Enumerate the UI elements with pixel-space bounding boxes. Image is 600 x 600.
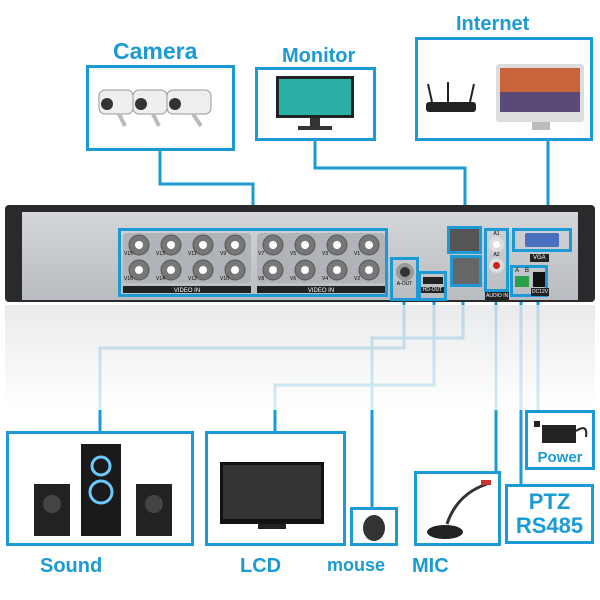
channel-label: V1	[354, 251, 360, 257]
bnc-center	[167, 266, 175, 274]
bnc-center	[167, 241, 175, 249]
microphone-icon	[427, 480, 491, 539]
rs485-b-text: B	[525, 268, 530, 274]
audio-in-text: AUDIO IN	[485, 292, 510, 300]
bnc-center	[365, 266, 373, 274]
audio-in-port[interactable]: A1 A2	[484, 228, 509, 292]
power-adapter-icon	[534, 421, 588, 443]
channel-label: V10	[220, 276, 229, 282]
rs485-a-text: A	[515, 268, 520, 274]
camera-icon	[98, 89, 212, 128]
channel-label: V12	[188, 276, 197, 282]
channel-label: V13	[156, 251, 165, 257]
vga-port[interactable]	[512, 228, 572, 252]
bnc-center	[301, 266, 309, 274]
channel-label: V14	[156, 276, 165, 282]
a2-text: A2	[493, 252, 500, 258]
usb-ports[interactable]	[450, 255, 482, 287]
internet-label: Internet	[456, 13, 530, 35]
a-out-text: A-OUT	[396, 281, 413, 287]
bnc-center	[269, 241, 277, 249]
router-and-computer-icon	[426, 64, 584, 130]
channel-label: V16	[124, 276, 133, 282]
hd-out-text: HD-OUT	[421, 287, 444, 293]
vga-text: VGA	[530, 254, 549, 262]
video-in-text: VIDEO IN	[174, 288, 200, 294]
a-out-port[interactable]: A-OUT	[390, 257, 419, 301]
channel-label: V2	[354, 276, 360, 282]
bnc-center	[231, 266, 239, 274]
dc12v-text: DC12V	[531, 288, 550, 296]
channel-label: V15	[124, 251, 133, 257]
channel-label: V7	[258, 251, 264, 257]
mouse-icon	[363, 515, 385, 541]
channel-label: V11	[188, 251, 197, 257]
lcd-label: LCD	[240, 555, 282, 577]
bnc-center	[269, 266, 277, 274]
video-in-group	[123, 233, 251, 283]
sound-label: Sound	[40, 555, 103, 577]
video-in-text: VIDEO IN	[308, 288, 334, 294]
lan-port[interactable]	[447, 226, 482, 254]
monitor-box	[255, 67, 376, 141]
video-in-group	[257, 233, 385, 283]
bnc-center	[333, 266, 341, 274]
video-in-bar	[257, 286, 385, 293]
hd-out-port[interactable]: HD-OUT	[418, 271, 447, 301]
mouse-box	[350, 507, 398, 546]
bnc-center	[135, 266, 143, 274]
channel-label: V3	[322, 251, 328, 257]
bnc-center	[365, 241, 373, 249]
channel-label: V6	[290, 276, 296, 282]
channel-label: V8	[258, 276, 264, 282]
lcd-box	[205, 431, 346, 546]
mic-label: MIC	[412, 555, 449, 577]
camera-label: Camera	[113, 38, 198, 64]
monitor-icon	[276, 76, 354, 130]
dvr-reflection	[5, 305, 595, 410]
bnc-center	[199, 241, 207, 249]
bnc-center	[301, 241, 309, 249]
sound-box	[6, 431, 194, 546]
camera-box	[86, 65, 235, 151]
rs485-label: RS485	[515, 513, 584, 538]
speakers-icon	[34, 444, 172, 536]
monitor-label: Monitor	[282, 45, 356, 67]
bnc-center	[135, 241, 143, 249]
bnc-center	[199, 266, 207, 274]
channel-label: V9	[220, 251, 226, 257]
lcd-icon	[220, 462, 324, 529]
bnc-center	[231, 241, 239, 249]
video-in-bar	[123, 286, 251, 293]
ptz-rs485-box: PTZ RS485	[505, 484, 594, 544]
power-label: Power	[537, 449, 583, 466]
bnc-center	[333, 241, 341, 249]
rs485-power-ports[interactable]: A B DC12V	[510, 265, 550, 297]
power-box: Power	[525, 410, 595, 470]
a1-text: A1	[493, 231, 500, 237]
mic-box	[414, 471, 501, 546]
mouse-label: mouse	[327, 555, 386, 575]
ptz-label: PTZ	[528, 489, 571, 514]
channel-label: V5	[290, 251, 296, 257]
internet-box	[415, 37, 593, 141]
channel-label: V4	[322, 276, 328, 282]
